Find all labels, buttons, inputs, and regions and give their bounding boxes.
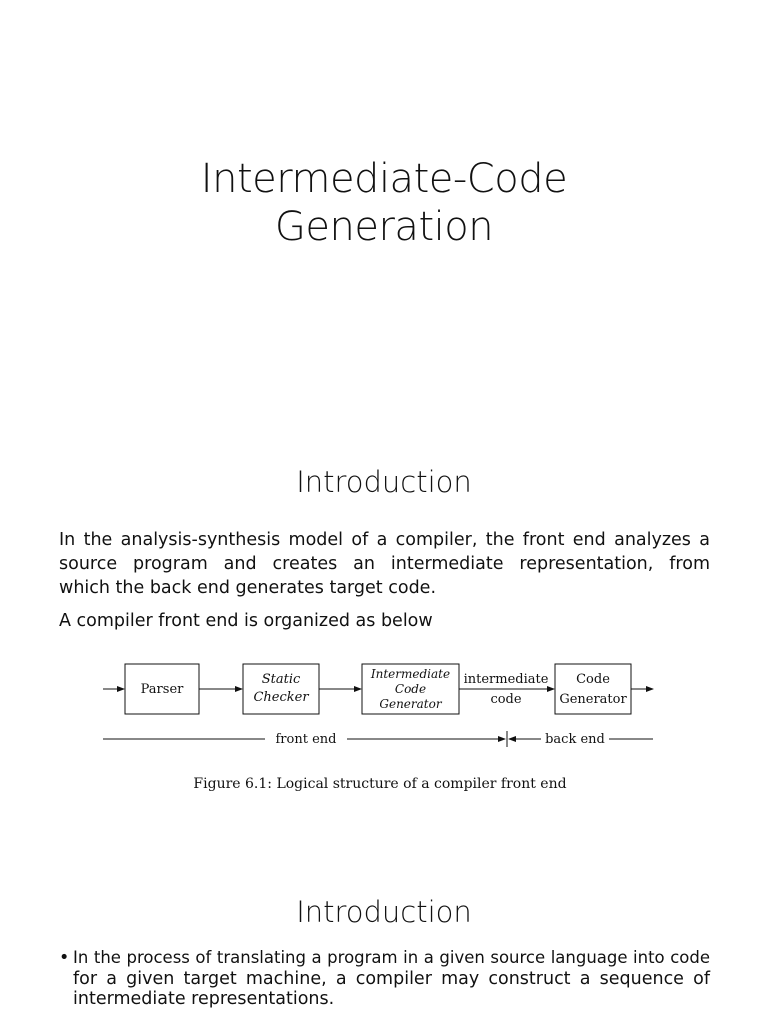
slide-title-line-1: Intermediate-Code (200, 156, 568, 202)
front-end-sentence: A compiler front end is organized as bel… (59, 611, 433, 631)
intro-paragraph-line-3: which the back end generates target code… (59, 578, 437, 598)
icg-label-1: Intermediate (370, 667, 450, 681)
intermediate-label-1: intermediate (464, 672, 549, 687)
bullet-icon: • (59, 948, 70, 968)
static-checker-label-1: Static (262, 672, 301, 687)
back-end-label: back end (545, 732, 605, 747)
intro-heading: Introduction (296, 465, 472, 499)
parser-label: Parser (141, 682, 184, 697)
static-checker-label-2: Checker (253, 690, 309, 705)
icg-label-2: Code (395, 682, 426, 696)
front-end-label: front end (276, 732, 337, 747)
intermediate-label-2: code (490, 692, 521, 707)
bullet-line-3: intermediate representations. (73, 989, 335, 1009)
bullet-line-1: In the process of translating a program … (73, 948, 710, 967)
code-generator-label-2: Generator (559, 692, 627, 707)
icg-label-3: Generator (379, 697, 442, 711)
intro-paragraph-line-2: source program and creates an intermedia… (59, 554, 710, 574)
bullet-line-2: for a given target machine, a compiler m… (73, 968, 710, 989)
bullet-list-item: • In the process of translating a progra… (59, 948, 710, 1010)
code-generator-label-1: Code (576, 672, 610, 687)
figure-caption: Figure 6.1: Logical structure of a compi… (193, 776, 566, 792)
slide-title: Intermediate-Code Generation (0, 155, 768, 251)
intro-heading-2: Introduction (296, 895, 472, 929)
slide-title-line-2: Generation (274, 204, 494, 250)
bullet-text: In the process of translating a program … (73, 948, 710, 1010)
intro-paragraph-line-1: In the analysis-synthesis model of a com… (59, 530, 710, 550)
compiler-front-end-diagram: Parser Static Checker Intermediate Code … (103, 663, 654, 792)
intro-paragraph: In the analysis-synthesis model of a com… (59, 528, 710, 600)
